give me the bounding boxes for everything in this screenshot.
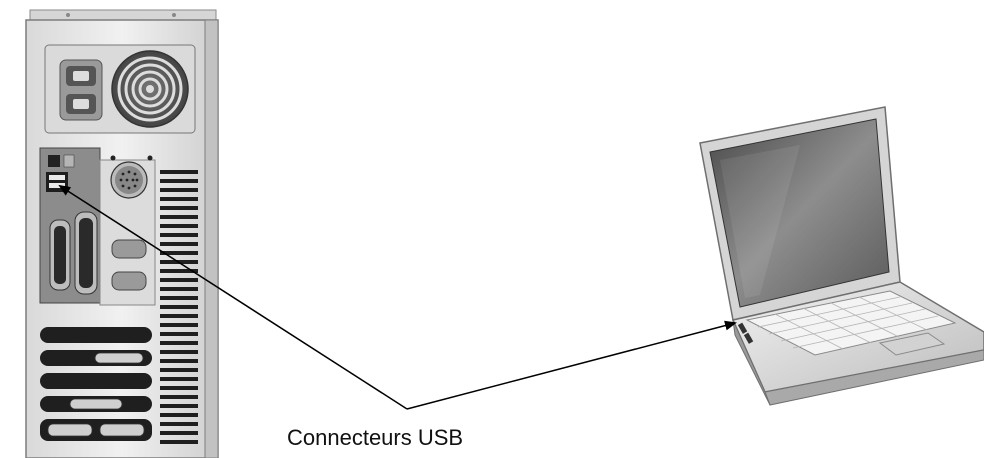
laptop-lid	[699, 106, 901, 321]
laptop-base	[731, 281, 984, 406]
keyboard	[745, 290, 957, 356]
arrow-to-desktop-usb	[58, 184, 408, 410]
usb-connectors-caption: Connecteurs USB	[287, 425, 464, 450]
connection-arrows	[58, 184, 737, 410]
arrow-to-laptop-usb	[406, 320, 737, 410]
laptop-usb-port-icon	[737, 322, 754, 344]
io-panel	[39, 147, 156, 306]
fan-grille-icon	[111, 50, 189, 128]
desktop-tower	[25, 9, 219, 458]
touchpad	[878, 332, 946, 356]
expansion-slots	[40, 327, 152, 441]
power-supply-panel	[44, 44, 196, 134]
laptop	[699, 106, 984, 406]
vent-slots	[160, 170, 198, 444]
ps2-port-icon	[110, 155, 153, 199]
